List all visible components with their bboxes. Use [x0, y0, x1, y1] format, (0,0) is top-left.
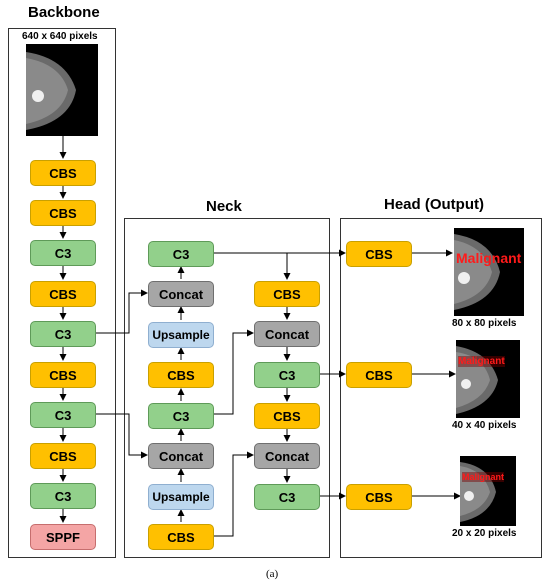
- neck-c3-right-1: C3: [254, 362, 320, 388]
- output-label-80: 80 x 80 pixels: [452, 318, 517, 329]
- figure-caption: (a): [266, 568, 279, 580]
- output-image-20: Malignant: [460, 456, 516, 526]
- neck-title: Neck: [206, 198, 242, 215]
- head-cbs-3: CBS: [346, 484, 412, 510]
- neck-c3-left-2: C3: [148, 403, 214, 429]
- head-cbs-2: CBS: [346, 362, 412, 388]
- head-title: Head (Output): [384, 196, 484, 213]
- neck-cbs-right-2: CBS: [254, 403, 320, 429]
- backbone-c3-3: C3: [30, 402, 96, 428]
- neck-concat-1: Concat: [148, 281, 214, 307]
- backbone-cbs-4: CBS: [30, 362, 96, 388]
- neck-concat-2: Concat: [148, 443, 214, 469]
- backbone-cbs-1: CBS: [30, 160, 96, 186]
- backbone-sppf: SPPF: [30, 524, 96, 550]
- output-label-20: 20 x 20 pixels: [452, 528, 517, 539]
- output-image-40: Malignant: [456, 340, 520, 418]
- backbone-cbs-5: CBS: [30, 443, 96, 469]
- neck-c3-right-2: C3: [254, 484, 320, 510]
- malignant-tag-80: Malignant: [456, 250, 522, 266]
- backbone-c3-4: C3: [30, 483, 96, 509]
- backbone-cbs-3: CBS: [30, 281, 96, 307]
- backbone-cbs-2: CBS: [30, 200, 96, 226]
- backbone-title: Backbone: [28, 4, 100, 21]
- malignant-tag-40: Malignant: [458, 356, 505, 367]
- neck-c3-top: C3: [148, 241, 214, 267]
- neck-cbs-left-2: CBS: [148, 524, 214, 550]
- output-label-40: 40 x 40 pixels: [452, 420, 517, 431]
- neck-upsample-2: Upsample: [148, 484, 214, 510]
- input-mammogram-image: [26, 44, 98, 136]
- neck-upsample-1: Upsample: [148, 322, 214, 348]
- neck-cbs-right-1: CBS: [254, 281, 320, 307]
- neck-cbs-left-1: CBS: [148, 362, 214, 388]
- output-image-80: Malignant: [454, 228, 524, 316]
- malignant-tag-20: Malignant: [462, 472, 504, 482]
- neck-concat-right-1: Concat: [254, 321, 320, 347]
- neck-concat-right-2: Concat: [254, 443, 320, 469]
- input-size-label: 640 x 640 pixels: [22, 31, 98, 42]
- backbone-c3-2: C3: [30, 321, 96, 347]
- backbone-c3-1: C3: [30, 240, 96, 266]
- head-cbs-1: CBS: [346, 241, 412, 267]
